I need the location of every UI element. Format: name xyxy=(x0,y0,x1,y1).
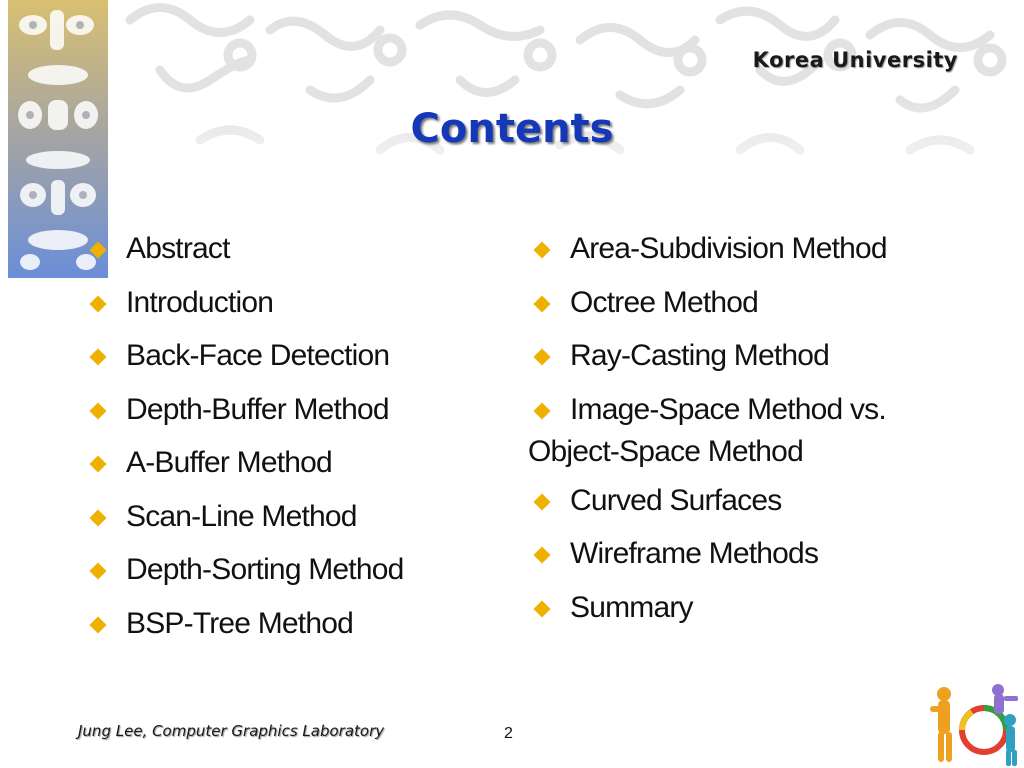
diamond-bullet-icon xyxy=(533,546,551,564)
list-item: Area-Subdivision Method xyxy=(532,228,888,282)
diamond-bullet-icon xyxy=(89,295,107,312)
left-ornament-strip xyxy=(8,0,108,278)
diamond-bullet-icon xyxy=(533,295,551,312)
list-item: Depth-Sorting Method xyxy=(88,549,404,603)
list-item: Image-Space Method vs. Object-Space Meth… xyxy=(528,392,887,468)
contents-list-left: Abstract Introduction Back-Face Detectio… xyxy=(88,228,404,656)
slide-title: Contents xyxy=(410,106,614,152)
diamond-bullet-icon xyxy=(89,241,107,259)
list-item: A-Buffer Method xyxy=(88,442,404,496)
diamond-bullet-icon xyxy=(89,562,107,580)
page-number: 2 xyxy=(504,725,513,742)
list-item: Octree Method xyxy=(532,282,887,336)
background-pattern xyxy=(0,3,1024,210)
diamond-bullet-icon xyxy=(89,348,107,366)
list-item: Abstract xyxy=(88,228,404,282)
diamond-bullet-icon xyxy=(533,402,551,419)
diamond-bullet-icon xyxy=(533,493,551,510)
list-item: Curved Surfaces xyxy=(532,480,887,534)
diamond-bullet-icon xyxy=(89,402,107,419)
diamond-bullet-icon xyxy=(533,241,551,259)
list-item: Ray-Casting Method xyxy=(532,335,887,389)
university-name: Korea University xyxy=(752,48,958,72)
list-item: BSP-Tree Method xyxy=(88,603,404,657)
diamond-bullet-icon xyxy=(89,509,107,526)
list-item: Depth-Buffer Method xyxy=(88,389,404,443)
diamond-bullet-icon xyxy=(533,348,551,366)
footer-author: Jung Lee, Computer Graphics Laboratory xyxy=(78,722,385,740)
list-item: Summary xyxy=(532,587,887,641)
list-item: Wireframe Methods xyxy=(532,533,887,587)
diamond-bullet-icon xyxy=(89,455,107,473)
list-item: Introduction xyxy=(88,282,404,336)
contents-list-right: Area-Subdivision Method Octree Method Ra… xyxy=(528,228,888,641)
list-item: Back-Face Detection xyxy=(88,335,404,389)
list-item: Scan-Line Method xyxy=(88,496,404,550)
diamond-bullet-icon xyxy=(89,616,107,633)
diamond-bullet-icon xyxy=(533,600,551,617)
dancing-figures-logo xyxy=(930,684,1018,766)
